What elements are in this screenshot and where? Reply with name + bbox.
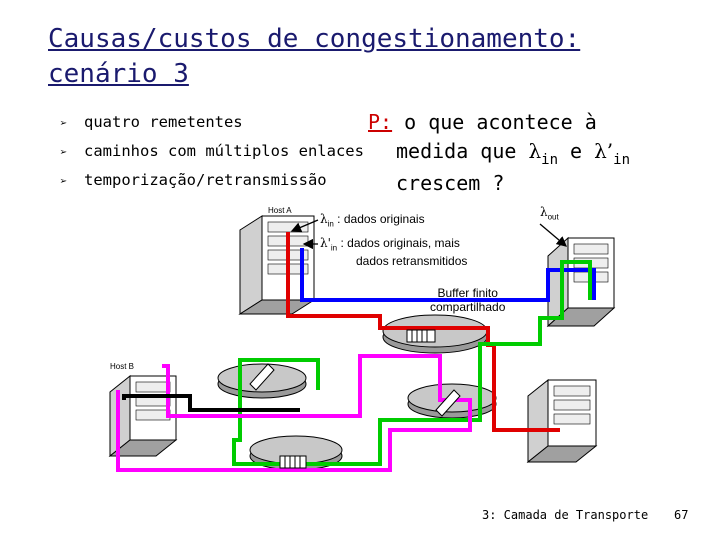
buffer-label: Buffer finito compartilhado	[430, 286, 505, 314]
lambda-in-label: λin : dados originais	[320, 212, 425, 228]
host-bottom-right-computer-icon	[528, 380, 596, 462]
host-right-computer-icon	[548, 238, 614, 326]
lambda-out-label: λout	[540, 205, 559, 221]
host-b-label: Host B	[110, 362, 134, 371]
lambda-prime-in-label-line2: dados retransmitidos	[356, 254, 467, 268]
host-a-label: Host A	[268, 206, 292, 215]
page-number: 67	[674, 508, 688, 522]
buffer-icon	[407, 330, 435, 342]
footer-text: 3: Camada de Transporte	[482, 508, 648, 522]
buffer-bottom-icon	[280, 456, 306, 468]
lambda-prime-in-label: λ'in : dados originais, mais	[320, 236, 460, 252]
